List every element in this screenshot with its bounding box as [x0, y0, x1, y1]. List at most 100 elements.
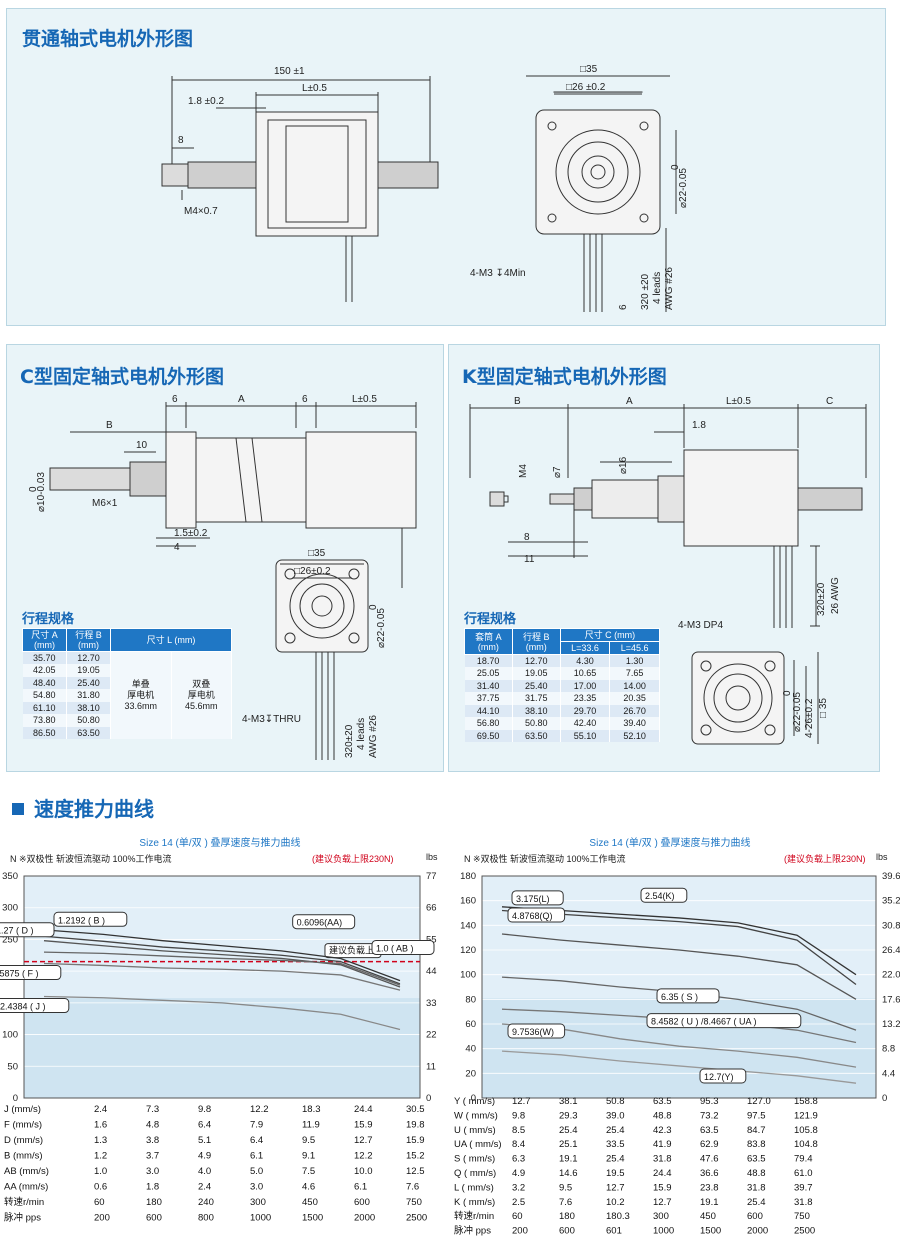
table-cell: 105.8 — [794, 1125, 818, 1136]
table-cell: 9.8 — [198, 1104, 211, 1115]
c-type-drawing: 6 A 6 L±0.5 B 10 M6×1 1.5±0.2 4 ⌀10-0.03… — [28, 394, 417, 760]
dim-sq26: □26 ±0.2 — [566, 82, 606, 93]
k-type-drawing: B A L±0.5 C 1.8 ⌀16 M4 ⌀7 8 11 320±20 26… — [469, 396, 867, 745]
y-tick-label: 120 — [460, 945, 476, 956]
table-cell: 15.9 — [653, 1182, 672, 1193]
table-cell: 7.5 — [302, 1166, 315, 1177]
k-spec-cell: 55.10 — [560, 729, 611, 742]
table-cell: 42.3 — [653, 1125, 672, 1136]
k-spec-cell: 23.35 — [560, 692, 611, 705]
table-cell: 29.3 — [559, 1110, 578, 1121]
table-row-label: J (mm/s) — [4, 1104, 41, 1115]
table-cell: 1000 — [653, 1226, 674, 1237]
table-cell: 12.7 — [653, 1197, 672, 1208]
c-lead-length: 320±20 — [344, 724, 355, 758]
y2-tick-label: 0 — [426, 1093, 431, 1104]
table-cell: 240 — [198, 1197, 214, 1208]
series-label: 3.175(L) — [516, 894, 550, 904]
dim-thread: M4×0.7 — [184, 206, 218, 217]
c-spec-double: 双叠 厚电机 45.6mm — [171, 651, 232, 739]
k-type-title: K型固定轴式电机外形图 — [462, 366, 667, 388]
k-spec-cell: 29.70 — [560, 704, 611, 717]
y-tick-label: 0 — [13, 1093, 18, 1104]
table-cell: 61.0 — [794, 1168, 813, 1179]
k-dim-8: 8 — [524, 532, 530, 543]
c-spec-double-3: 45.6mm — [184, 701, 218, 711]
table-cell: 19.1 — [700, 1197, 719, 1208]
k-spec-header-c: 尺寸 C (mm) — [559, 628, 661, 642]
table-cell: 2500 — [406, 1213, 427, 1224]
lead-awg: AWG #26 — [664, 267, 675, 310]
series-label-box — [0, 922, 55, 938]
table-cell: 10.0 — [354, 1166, 373, 1177]
table-cell: 12.2 — [250, 1104, 269, 1115]
table-cell: 7.6 — [559, 1197, 572, 1208]
series-label-box — [0, 998, 70, 1014]
k-dim-26: 4-26±0.2 — [804, 698, 815, 738]
dim-holes: 4-M3 ↧4Min — [470, 268, 526, 279]
k-dim-b: B — [514, 396, 521, 407]
series-label-box — [511, 890, 564, 906]
c-dim-dia10: ⌀10-0.03 — [36, 472, 47, 512]
c-dim-l: L±0.5 — [352, 394, 377, 405]
table-cell: 3.8 — [146, 1135, 159, 1146]
table-cell: 4.9 — [198, 1151, 211, 1162]
series-label-box — [0, 965, 62, 981]
table-cell: 750 — [794, 1211, 810, 1222]
table-cell: 9.1 — [302, 1151, 315, 1162]
k-spec-cell: 63.50 — [512, 729, 561, 742]
table-cell: 31.8 — [747, 1182, 766, 1193]
k-spec-cell: 17.00 — [560, 679, 611, 692]
table-cell: 2.4 — [198, 1182, 211, 1193]
k-lead-awg: 26 AWG — [830, 577, 841, 614]
k-dim-l: L±0.5 — [726, 396, 751, 407]
y2-tick-label: 4.4 — [882, 1068, 895, 1079]
table-cell: 83.8 — [747, 1139, 766, 1150]
c-dim-m6: M6×1 — [92, 498, 118, 509]
table-cell: 63.5 — [747, 1154, 766, 1165]
series-label: 1.27 ( D ) — [0, 926, 34, 936]
k-spec-cell: 25.40 — [512, 679, 561, 692]
c-lead-count: 4 leads — [356, 718, 367, 750]
table-cell: 12.7 — [606, 1182, 625, 1193]
c-dim-10: 10 — [136, 440, 148, 451]
table-cell: 1500 — [302, 1213, 323, 1224]
k-dim-dia22-zero: 0 — [782, 690, 793, 696]
k-dim-dia7: ⌀7 — [552, 466, 563, 478]
y-tick-label: 140 — [460, 920, 476, 931]
dim-overall-length: 150 ±1 — [274, 66, 305, 77]
c-spec-cell: 73.80 — [22, 714, 67, 727]
table-cell: 601 — [606, 1226, 622, 1237]
table-cell: 73.2 — [700, 1110, 719, 1121]
table-cell: 600 — [354, 1197, 370, 1208]
k-dim-sq35: □ 35 — [818, 698, 829, 718]
through-shaft-title: 贯通轴式电机外形图 — [22, 28, 194, 50]
c-spec-single-3: 33.6mm — [124, 701, 157, 711]
series-line — [43, 935, 401, 985]
table-cell: 7.6 — [406, 1182, 419, 1193]
chart2-unit-right: lbs — [876, 852, 888, 862]
table-cell: 6.1 — [354, 1182, 367, 1193]
y2-tick-label: 30.8 — [882, 920, 900, 931]
table-row-label: L ( mm/s) — [454, 1182, 494, 1193]
c-spec-cell: 48.40 — [22, 676, 67, 689]
table-cell: 4.8 — [146, 1120, 159, 1131]
table-cell: 200 — [512, 1226, 528, 1237]
table-cell: 2.5 — [512, 1197, 525, 1208]
table-cell: 10.2 — [606, 1197, 625, 1208]
c-spec-double-2: 厚电机 — [187, 690, 215, 700]
k-dim-a: A — [626, 396, 633, 407]
c-spec-single-1: 单叠 — [131, 679, 150, 689]
table-cell: 1.3 — [94, 1135, 107, 1146]
table-row-label: K ( mm/s) — [454, 1197, 495, 1208]
table-row-label: Q ( mm/s) — [454, 1168, 496, 1179]
table-cell: 36.6 — [700, 1168, 719, 1179]
limit-label: 建议负载上限 — [329, 945, 383, 956]
k-spec-cell: 38.10 — [512, 704, 561, 717]
